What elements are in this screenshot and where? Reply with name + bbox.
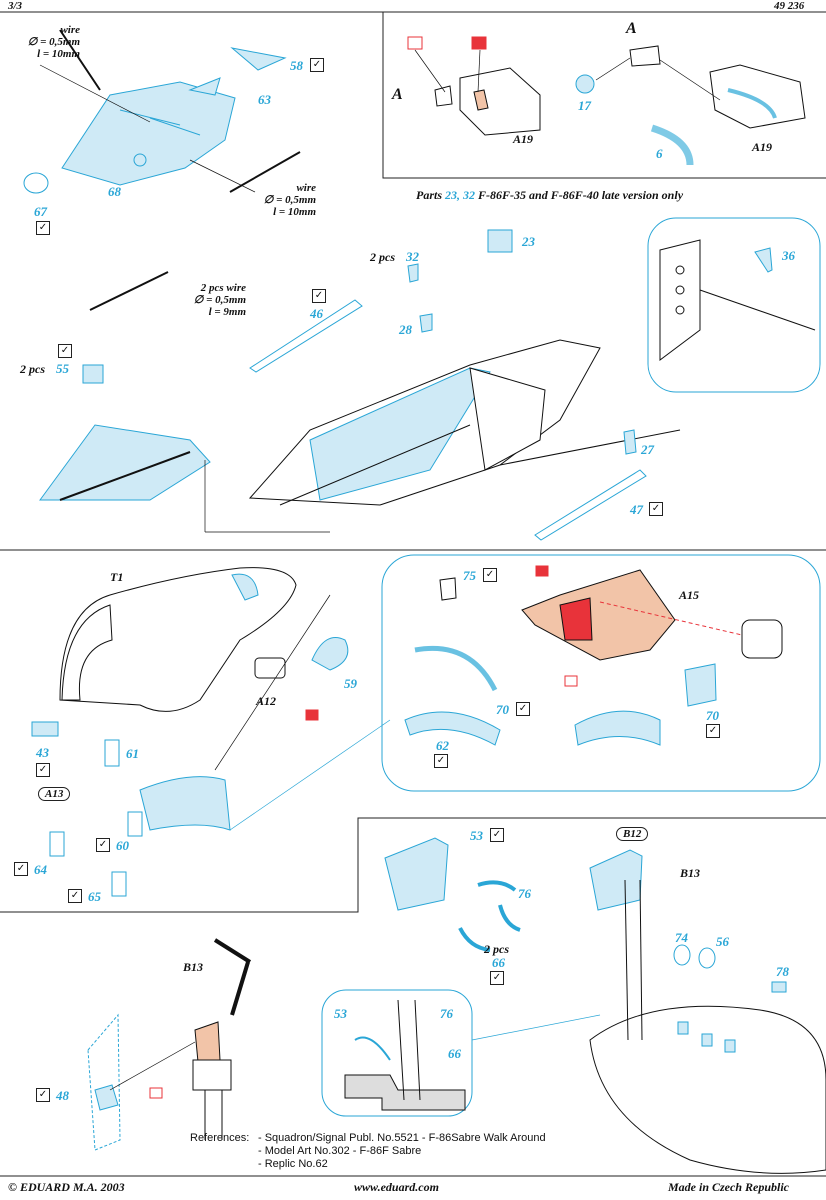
check-box: ✓: [706, 724, 720, 738]
part-59: 59: [344, 676, 357, 691]
label-b13-top: B13: [680, 866, 701, 880]
kit-code: 49 236: [774, 0, 805, 12]
part-76a: 76: [518, 886, 531, 901]
part-48: 48: [56, 1088, 69, 1103]
part-47: 47: [630, 502, 643, 517]
part-58: 58: [290, 58, 303, 73]
part-55: 55: [56, 361, 69, 376]
qty-66: 2 pcs: [484, 942, 509, 956]
check-box: ✓: [516, 702, 530, 716]
wire-label: wire: [60, 24, 80, 36]
check-box: ✓: [490, 971, 504, 985]
part-36: 36: [782, 248, 795, 263]
label-a-right: A: [626, 20, 637, 37]
check-box: ✓: [310, 58, 324, 72]
wire-label: 2 pcs wire: [200, 282, 246, 294]
part-78: 78: [776, 964, 789, 979]
wire-note-a: wire ∅ = 0,5mm l = 10mm: [22, 24, 80, 60]
label-a12: A12: [256, 694, 277, 708]
part-46: 46: [310, 306, 323, 321]
check-box: ✓: [96, 838, 110, 852]
reference-item: - Replic No.62: [258, 1158, 328, 1170]
part-43: 43: [36, 745, 49, 760]
part-68: 68: [108, 184, 121, 199]
reference-item: - Model Art No.302 - F-86F Sabre: [258, 1145, 422, 1157]
check-box: ✓: [36, 1088, 50, 1102]
label-b13-bottom: B13: [183, 960, 204, 974]
part-66b: 66: [448, 1046, 461, 1061]
part-60: 60: [116, 838, 129, 853]
part-70b: 70: [706, 708, 719, 723]
label-a15: A15: [679, 588, 700, 602]
check-box: ✓: [434, 754, 448, 768]
check-box: ✓: [312, 289, 326, 303]
wire-length: l = 10mm: [37, 48, 80, 60]
label-a19-right: A19: [752, 140, 773, 154]
part-6: 6: [656, 146, 663, 161]
ref-a13: A13: [18, 782, 71, 801]
wire-note-c: 2 pcs wire ∅ = 0,5mm l = 9mm: [172, 282, 246, 318]
wire-diameter: ∅ = 0,5mm: [27, 36, 80, 48]
label-a13: A13: [38, 787, 71, 801]
part-32: 32: [406, 249, 419, 264]
made-in: Made in Czech Republic: [668, 1180, 790, 1194]
reference-item: - Squadron/Signal Publ. No.5521 - F-86Sa…: [258, 1132, 546, 1144]
note-text: Parts: [416, 188, 446, 202]
check-box: ✓: [68, 889, 82, 903]
part-53b: 53: [334, 1006, 347, 1021]
references-title: References:: [190, 1132, 250, 1144]
part-74: 74: [675, 930, 688, 945]
wire-label: wire: [296, 182, 316, 194]
references-list: - Squadron/Signal Publ. No.5521 - F-86Sa…: [258, 1132, 546, 1171]
copyright: © EDUARD M.A. 2003: [8, 1180, 125, 1194]
part-64: 64: [34, 862, 47, 877]
note-text: F-86F-35 and F-86F-40 late version only: [475, 188, 684, 202]
label-t1: T1: [110, 570, 124, 584]
wire-length: l = 10mm: [273, 206, 316, 218]
check-box: ✓: [483, 568, 497, 582]
part-23: 23: [522, 234, 535, 249]
part-66a: 66: [492, 955, 505, 970]
check-box: ✓: [36, 221, 50, 235]
check-box: ✓: [58, 344, 72, 358]
qty-32: 2 pcs: [370, 250, 395, 264]
wire-diameter: ∅ = 0,5mm: [263, 194, 316, 206]
ref-b12: B12: [596, 822, 649, 841]
note-parts: 23, 32: [445, 188, 476, 202]
part-65: 65: [88, 889, 101, 904]
check-box: ✓: [649, 502, 663, 516]
part-62: 62: [436, 738, 449, 753]
part-27: 27: [641, 442, 654, 457]
wire-note-b: wire ∅ = 0,5mm l = 10mm: [250, 182, 316, 218]
part-76b: 76: [440, 1006, 453, 1021]
part-67: 67: [34, 204, 47, 219]
label-a19-left: A19: [513, 132, 534, 146]
label-a-left: A: [392, 86, 403, 103]
check-box: ✓: [14, 862, 28, 876]
part-70a: 70: [496, 702, 509, 717]
part-28: 28: [399, 322, 412, 337]
qty-55: 2 pcs: [20, 362, 45, 376]
part-75: 75: [463, 568, 476, 583]
wire-diameter: ∅ = 0,5mm: [193, 294, 246, 306]
check-box: ✓: [490, 828, 504, 842]
part-53a: 53: [470, 828, 483, 843]
wire-length: l = 9mm: [208, 306, 246, 318]
check-box: ✓: [36, 763, 50, 777]
part-61: 61: [126, 746, 139, 761]
website-link[interactable]: www.eduard.com: [354, 1180, 439, 1194]
late-version-note: Parts 23, 32 F-86F-35 and F-86F-40 late …: [416, 188, 683, 203]
part-56: 56: [716, 934, 729, 949]
label-b12: B12: [616, 827, 649, 841]
part-17: 17: [578, 98, 591, 113]
page-number: 3/3: [8, 0, 23, 12]
part-63: 63: [258, 92, 271, 107]
